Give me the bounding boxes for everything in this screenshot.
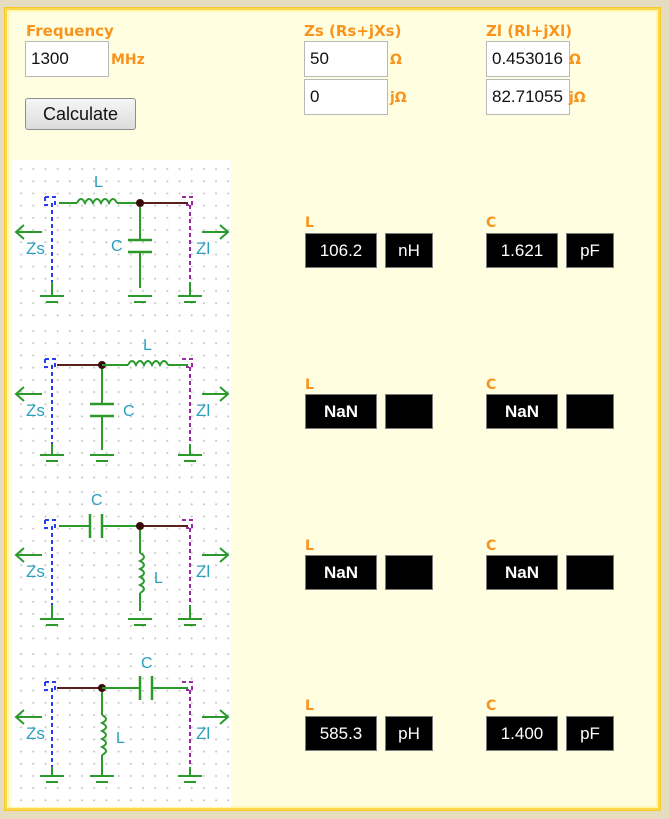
c-result-label: C — [486, 698, 497, 714]
inductor-icon — [127, 360, 169, 368]
l-unit-display: nH — [385, 233, 433, 268]
zl-arrow-icon — [219, 709, 230, 725]
junction-node — [136, 522, 144, 530]
zs-label: Zs (Rs+jXs) — [304, 22, 402, 40]
c-unit-display: pF — [566, 716, 614, 751]
capacitor-label: C — [111, 238, 123, 255]
l-value-display: NaN — [305, 555, 377, 590]
frequency-unit: MHz — [111, 52, 145, 68]
capacitor-label: C — [141, 655, 153, 672]
l-value-display: NaN — [305, 394, 377, 429]
l-unit-display: pH — [385, 716, 433, 751]
c-result-label: C — [486, 377, 497, 393]
inductor-label: L — [94, 174, 103, 191]
l-value-display: 585.3 — [305, 716, 377, 751]
frequency-input[interactable] — [25, 41, 109, 77]
ground-icons — [40, 767, 202, 783]
l-result-label: L — [305, 377, 314, 393]
capacitor-label: C — [123, 403, 135, 420]
zl-real-input[interactable] — [486, 41, 570, 77]
zl-port — [182, 196, 193, 282]
c-value-display: NaN — [486, 555, 558, 590]
l-result-label: L — [305, 215, 314, 231]
inductor-label: L — [154, 570, 163, 587]
zl-arrow-icon — [202, 224, 230, 240]
ground-icons — [40, 605, 202, 626]
zl-arrow-icon — [219, 547, 230, 563]
l-unit-display — [385, 394, 433, 429]
c-value-display: 1.400 — [486, 716, 558, 751]
zs-text: Zs — [26, 562, 45, 581]
zs-imag-unit: jΩ — [390, 90, 407, 106]
inductor-icon — [99, 714, 107, 756]
calculate-button[interactable]: Calculate — [25, 98, 136, 130]
c-result-label: C — [486, 538, 497, 554]
zl-arrow-icon — [219, 386, 230, 402]
schematic-shunt-c-series-l: Zs Zl L C — [12, 322, 231, 484]
c-value-display: NaN — [486, 394, 558, 429]
l-unit-display — [385, 555, 433, 590]
l-result-label: L — [305, 538, 314, 554]
zs-real-input[interactable] — [304, 41, 388, 77]
zs-text: Zs — [26, 401, 45, 420]
schematic-series-l-shunt-c: Zs Zl L C — [12, 160, 231, 322]
frequency-label: Frequency — [26, 22, 114, 40]
zl-text: Zl — [196, 562, 210, 581]
zs-text: Zs — [26, 724, 45, 743]
zs-imag-input[interactable] — [304, 79, 388, 115]
ground-icons — [40, 282, 202, 303]
capacitor-label: C — [91, 492, 103, 509]
zl-text: Zl — [196, 401, 210, 420]
inductor-icon — [76, 198, 118, 206]
inductor-label: L — [143, 337, 152, 354]
inductor-label: L — [116, 730, 125, 747]
zl-label: Zl (Rl+jXl) — [486, 22, 573, 40]
zl-imag-unit: jΩ — [569, 90, 586, 106]
c-unit-display — [566, 555, 614, 590]
zl-real-unit: Ω — [569, 52, 581, 68]
c-result-label: C — [486, 215, 497, 231]
junction-node — [136, 199, 144, 207]
zs-text: Zs — [26, 239, 45, 258]
zl-imag-input[interactable] — [486, 79, 570, 115]
schematic-shunt-l-series-c: Zs Zl C L — [12, 645, 231, 807]
ground-icons — [40, 444, 202, 462]
l-value-display: 106.2 — [305, 233, 377, 268]
zs-real-unit: Ω — [390, 52, 402, 68]
c-unit-display — [566, 394, 614, 429]
schematic-series-c-shunt-l: Zs Zl C L — [12, 483, 231, 645]
zs-port — [44, 196, 56, 282]
l-result-label: L — [305, 698, 314, 714]
c-unit-display: pF — [566, 233, 614, 268]
c-value-display: 1.621 — [486, 233, 558, 268]
zs-arrow-icon — [14, 224, 42, 240]
inductor-icon — [137, 552, 145, 594]
zs-arrow-icon — [14, 709, 25, 725]
zl-text: Zl — [196, 239, 210, 258]
zs-arrow-icon — [14, 547, 25, 563]
zs-arrow-icon — [14, 386, 25, 402]
zl-text: Zl — [196, 724, 210, 743]
